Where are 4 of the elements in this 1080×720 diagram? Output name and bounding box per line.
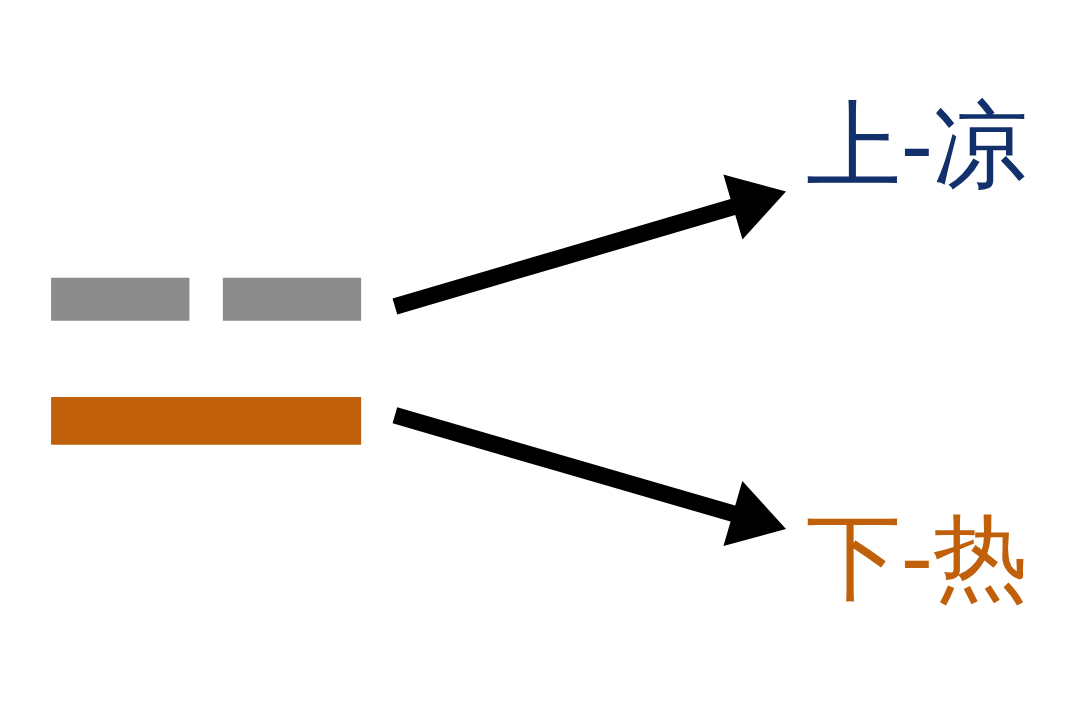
- node-text: 上-凉: [805, 88, 1028, 200]
- arrow: [392, 407, 786, 547]
- arrow: [392, 174, 786, 315]
- node-text: 下-热: [805, 501, 1028, 613]
